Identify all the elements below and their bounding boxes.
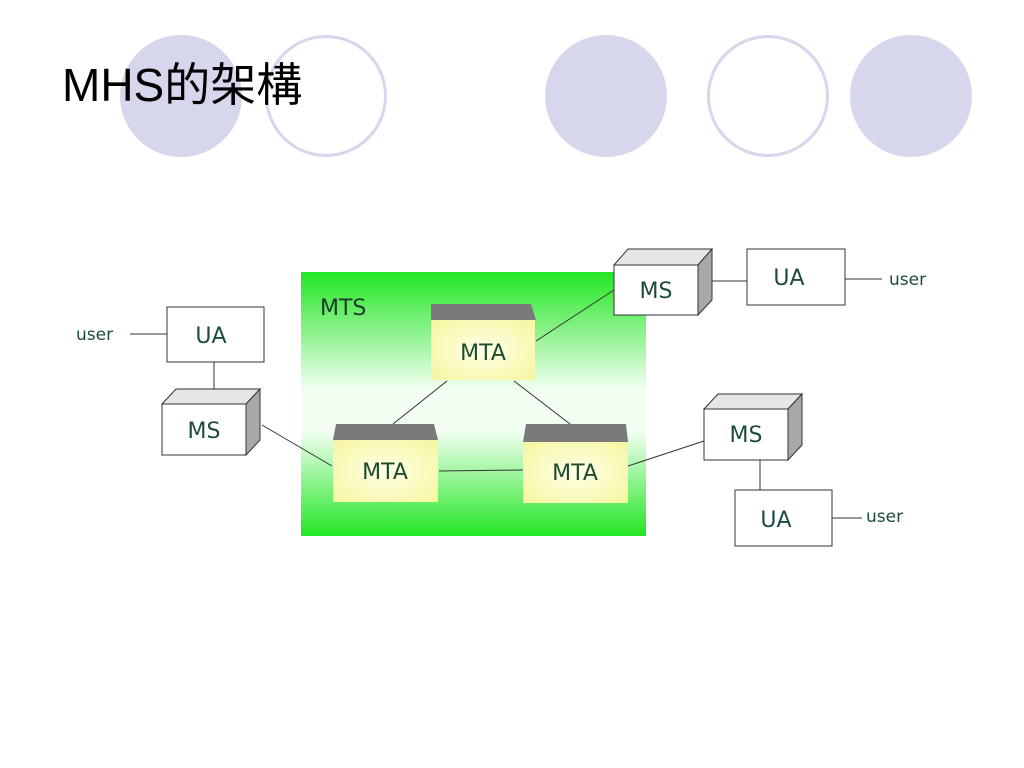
mts-label: MTS [320, 296, 366, 321]
line-mta-top-ms-top [535, 289, 615, 342]
decorative-circle [850, 35, 972, 157]
ms-box-top: MS [612, 247, 714, 317]
ms-box-right: MS [702, 392, 804, 462]
mta-node-left: MTA [333, 424, 438, 502]
line-ms-mta-left [261, 424, 333, 467]
ms-label: MS [188, 419, 221, 444]
mta-node-top: MTA [431, 304, 536, 380]
mta-node-right: MTA [523, 424, 628, 503]
line-mta-left-right [438, 469, 525, 472]
mta-label: MTA [362, 460, 408, 485]
ua-label: UA [195, 324, 226, 349]
title-cjk: 的架構 [164, 58, 303, 112]
decorative-circle-outline [265, 35, 387, 157]
title-latin: MHS [62, 59, 165, 111]
ms-box-left: MS [160, 387, 262, 457]
slide-title: MHS的架構 [62, 62, 302, 108]
ua-box-right: UA [734, 489, 833, 547]
decorative-circle-outline [707, 35, 829, 157]
ua-label: UA [760, 508, 791, 533]
ua-box-left: UA [166, 306, 265, 363]
line-mta-right-ms-right [627, 440, 705, 467]
user-label: user [889, 270, 926, 290]
user-label: user [76, 325, 113, 345]
mta-label: MTA [460, 341, 506, 366]
ms-label: MS [730, 423, 763, 448]
ms-label: MS [640, 279, 673, 304]
line-mta-top-right [513, 380, 571, 425]
ua-label: UA [773, 266, 804, 291]
ua-box-top: UA [746, 248, 846, 306]
mta-label: MTA [552, 461, 598, 486]
decorative-circle [545, 35, 667, 157]
connector-lines [130, 278, 882, 519]
line-mta-top-left [392, 380, 448, 425]
decorative-circle [120, 35, 242, 157]
user-label: user [866, 507, 903, 527]
